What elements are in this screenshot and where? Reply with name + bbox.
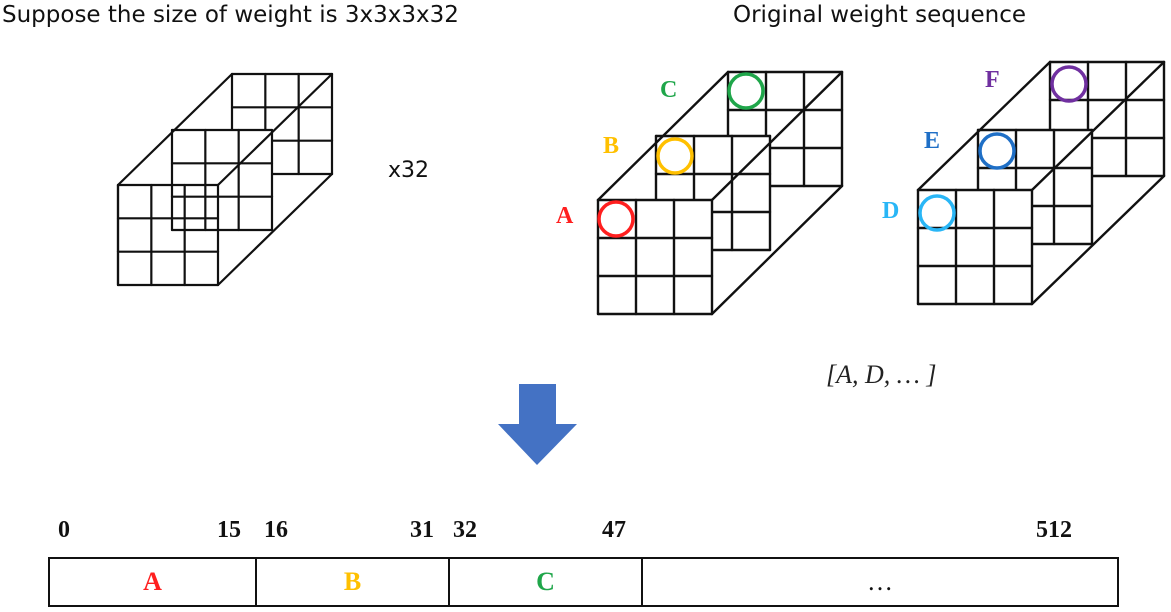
cube-edge bbox=[710, 70, 844, 202]
weight-marker-c bbox=[727, 72, 765, 110]
weight-cube-group-abc bbox=[596, 70, 844, 316]
cube-label-f: F bbox=[985, 67, 1000, 93]
cube-edge bbox=[116, 72, 234, 187]
weight-marker-f bbox=[1050, 65, 1088, 103]
index-label-47: 47 bbox=[602, 517, 626, 543]
buffer-segment-label: B bbox=[343, 567, 362, 596]
weight-marker-d bbox=[918, 194, 956, 232]
cube-label-e: E bbox=[924, 128, 941, 154]
buffer-segment-rest: … bbox=[643, 559, 1117, 605]
cube-edge bbox=[1030, 174, 1166, 306]
cube-label-d: D bbox=[882, 198, 900, 224]
slice-background bbox=[598, 200, 712, 314]
cube-edge bbox=[596, 70, 730, 202]
weight-cube-group-def bbox=[916, 60, 1166, 306]
slice-background bbox=[918, 190, 1032, 304]
weight-marker-e bbox=[978, 132, 1016, 170]
original-sequence-heading: Original weight sequence bbox=[733, 2, 1027, 28]
weight-size-heading: Suppose the size of weight is 3x3x3x32 bbox=[2, 2, 459, 28]
cube-edge bbox=[216, 72, 334, 187]
index-label-16: 16 bbox=[264, 517, 288, 543]
buffer-segment-label: C bbox=[536, 567, 555, 596]
cube-label-a: A bbox=[556, 203, 574, 229]
cube-label-c: C bbox=[660, 77, 678, 103]
buffer-segment-label: … bbox=[867, 567, 893, 596]
cube-edge bbox=[916, 60, 1052, 192]
cube-label-b: B bbox=[603, 133, 620, 159]
multiplier-label: x32 bbox=[388, 158, 430, 183]
cube-edge bbox=[710, 184, 844, 316]
sequence-label: [A, D, … ] bbox=[826, 360, 937, 389]
weight-cube-left bbox=[116, 72, 334, 287]
buffer-segment-b: B bbox=[257, 559, 450, 605]
index-label-15: 15 bbox=[217, 517, 241, 543]
weight-marker-a bbox=[597, 200, 635, 238]
memory-buffer: A B C … bbox=[48, 557, 1119, 607]
buffer-segment-c: C bbox=[450, 559, 643, 605]
cube-edge bbox=[216, 172, 334, 287]
weight-marker-b bbox=[656, 137, 694, 175]
index-label-31: 31 bbox=[410, 517, 434, 543]
buffer-segment-label: A bbox=[143, 567, 162, 596]
buffer-segment-a: A bbox=[50, 559, 257, 605]
index-label-32: 32 bbox=[453, 517, 477, 543]
cube-edge bbox=[1030, 60, 1166, 192]
down-arrow-icon bbox=[498, 384, 577, 465]
index-label-0: 0 bbox=[58, 517, 70, 543]
index-label-512: 512 bbox=[1036, 517, 1072, 543]
